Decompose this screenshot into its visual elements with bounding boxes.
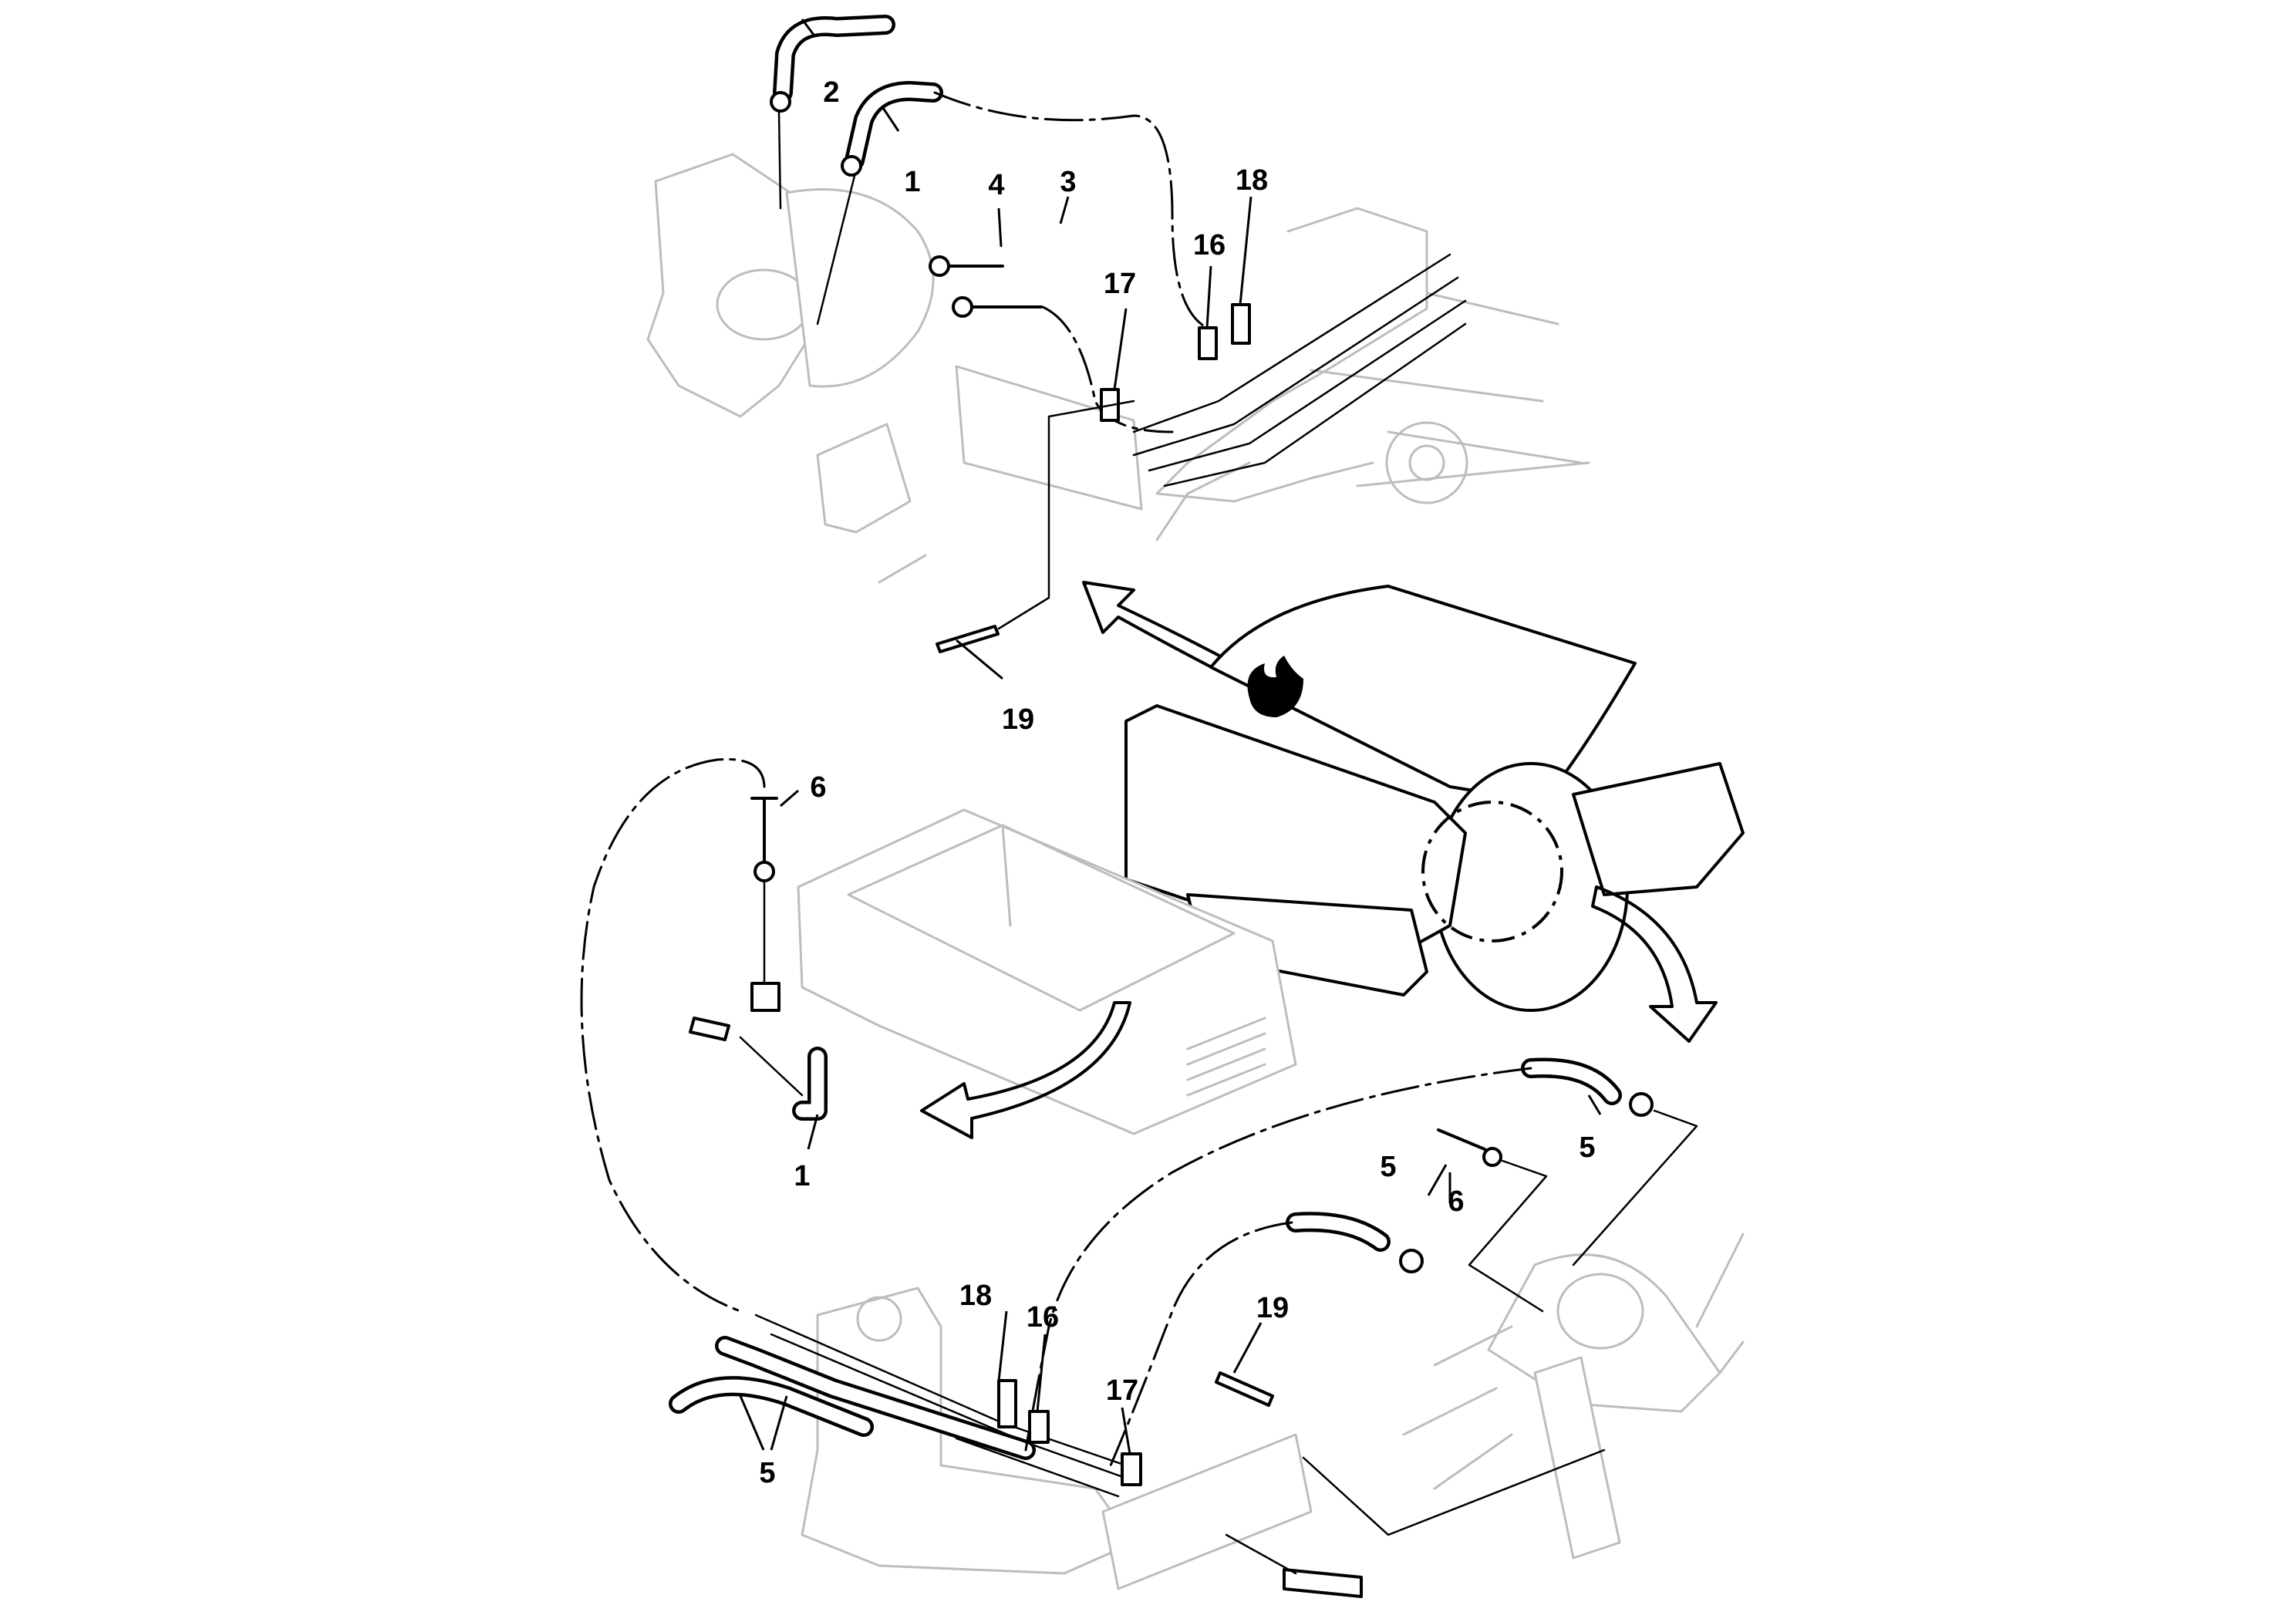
bottom-plate-ghost (1101, 1433, 1313, 1590)
top-route-3 (1041, 305, 1174, 433)
middle-frame-inner-ghost (847, 824, 1236, 1012)
bottom-clamp-18 (997, 1379, 1017, 1428)
callout-top-17: 17 (1104, 268, 1136, 300)
middle-route-6-dash (580, 757, 766, 1313)
bottom-bolt-lower-dash (1225, 1533, 1297, 1575)
top-bolt-19 (936, 625, 1000, 653)
top-fitting-4 (929, 255, 950, 277)
bottom-hose-6-right (1437, 1128, 1486, 1151)
bottom-route-5-centre (1109, 1221, 1293, 1467)
top-filler-cap (1385, 421, 1468, 504)
top-hose-bundle (1132, 253, 1467, 487)
machine-overview (1124, 585, 1745, 1043)
bottom-frame-hole (856, 1296, 902, 1342)
callout-bot-6: 6 (1448, 1185, 1464, 1218)
top-bolt-ghost (878, 554, 927, 584)
middle-vent-ghost (1186, 1017, 1266, 1097)
bottom-bolt-lower (1283, 1568, 1363, 1598)
middle-elbow-fitting (689, 1017, 730, 1041)
middle-tee-fitting (750, 982, 781, 1012)
top-right-frame-ghost (1155, 207, 1590, 541)
top-bolt-19-dash (997, 400, 1135, 630)
top-clamp-16 (1198, 326, 1218, 360)
bottom-fitting-5-centre (1399, 1249, 1424, 1273)
callout-top-16: 16 (1193, 229, 1226, 261)
bottom-clamp-16 (1028, 1410, 1050, 1444)
callout-top-4: 4 (988, 169, 1004, 201)
machine-arm-plate (1572, 762, 1745, 896)
middle-hose-6 (750, 797, 778, 869)
bottom-motor-hub-ghost (1556, 1273, 1644, 1350)
callout-bot-19: 19 (1256, 1292, 1289, 1324)
callout-top-19: 19 (1002, 703, 1034, 736)
callout-bot-17: 17 (1106, 1374, 1138, 1407)
top-assembly (646, 15, 1590, 684)
callout-bot-16: 16 (1027, 1301, 1059, 1334)
top-route-4 (777, 110, 856, 325)
middle-curved-arrow-left (920, 1001, 1131, 1139)
callout-mid-6: 6 (810, 771, 826, 804)
callout-leaders (739, 19, 1602, 1455)
top-fitting-3 (952, 296, 973, 318)
callout-bot-18: 18 (959, 1280, 992, 1312)
top-fitting-1 (841, 155, 862, 177)
callout-bot-5c: 5 (759, 1457, 775, 1489)
fire-icon (1247, 656, 1303, 717)
bottom-route-5-right (1024, 1067, 1532, 1452)
top-fitting-2 (770, 91, 791, 113)
bottom-spokes-ghost (1402, 1233, 1745, 1490)
bottom-bolt-19 (1215, 1371, 1274, 1407)
bottom-assembly (669, 1057, 1745, 1598)
top-curved-arrow (1082, 581, 1249, 684)
callout-top-1: 1 (904, 166, 920, 198)
callout-bot-5a: 5 (1579, 1131, 1595, 1164)
top-filler-cap-inner (1408, 444, 1445, 481)
bottom-motor-ghost (1487, 1253, 1721, 1413)
bottom-clamp-17 (1121, 1452, 1142, 1486)
middle-fitting-6 (754, 861, 775, 882)
top-motor-housing (785, 188, 935, 388)
middle-line-1 (739, 1036, 804, 1097)
middle-left-assembly (580, 757, 1297, 1313)
bottom-route-solid-right (1302, 1109, 1698, 1536)
callout-top-18: 18 (1236, 164, 1268, 197)
callout-top-2: 2 (823, 76, 839, 109)
top-clamp-18 (1231, 303, 1251, 345)
callout-top-3: 3 (1060, 166, 1076, 198)
bottom-fitting-6-right (1482, 1147, 1502, 1167)
callout-numbers: 2 1 4 3 18 16 17 19 6 1 5 5 6 18 16 19 1… (759, 76, 1595, 1489)
callout-bot-5b: 5 (1380, 1151, 1396, 1183)
bottom-fitting-5-right (1629, 1092, 1654, 1117)
callout-mid-1: 1 (794, 1160, 810, 1192)
machine-curved-arrow-right (1591, 885, 1718, 1043)
top-plate-ghost (816, 423, 912, 534)
top-route-1 (933, 91, 1220, 333)
detail-circle (1421, 801, 1563, 943)
bottom-arm-ghost (1533, 1356, 1621, 1560)
